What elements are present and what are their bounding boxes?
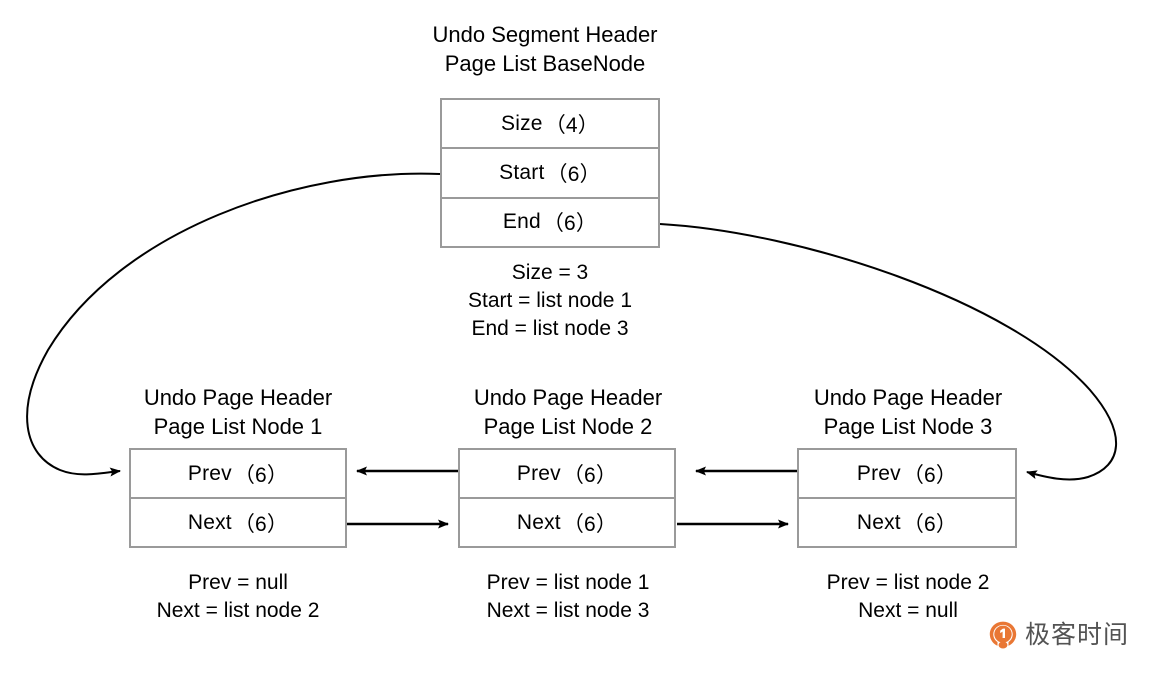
list-node-3-title: Undo Page Header Page List Node 3	[768, 383, 1048, 441]
list-node-1-row-prev-bytes: （6）	[233, 463, 289, 487]
list-node-2-title-line1: Undo Page Header	[473, 385, 663, 410]
list-node-2-title: Undo Page Header Page List Node 2	[428, 383, 708, 441]
list-node-3-row-prev-bytes: （6）	[902, 463, 958, 487]
list-node-3-row-prev-label: Prev	[856, 461, 901, 485]
list-node-3-row-prev: Prev （6）	[799, 450, 1015, 499]
base-node-row-size-label: Size	[501, 111, 543, 135]
list-node-1-row-next: Next （6）	[131, 499, 345, 546]
base-node-box: Size （4） Start （6） End （6）	[440, 98, 660, 248]
list-node-2-caption: Prev = list node 1 Next = list node 3	[428, 569, 708, 625]
list-node-1-row-prev-label: Prev	[187, 461, 232, 485]
list-node-1-title-line2: Page List Node 1	[153, 414, 323, 439]
base-node-title-line2: Page List BaseNode	[444, 51, 646, 76]
base-node-row-size-bytes: （4）	[544, 113, 599, 137]
base-node-row-start-bytes: （6）	[546, 162, 601, 186]
list-node-1-box: Prev （6） Next （6）	[129, 448, 347, 548]
list-node-3-title-line2: Page List Node 3	[823, 414, 993, 439]
list-node-2-row-prev-bytes: （6）	[562, 463, 618, 487]
base-node-row-end-label: End	[502, 210, 541, 234]
list-node-3-box: Prev （6） Next （6）	[797, 448, 1017, 548]
list-node-2-title-line2: Page List Node 2	[483, 414, 653, 439]
list-node-3-caption: Prev = list node 2 Next = null	[768, 569, 1048, 625]
list-node-3-row-next-bytes: （6）	[902, 512, 958, 536]
base-node-row-start-label: Start	[499, 160, 545, 184]
base-node-caption: Size = 3 Start = list node 1 End = list …	[410, 259, 690, 343]
list-node-2-row-prev: Prev （6）	[460, 450, 674, 499]
list-node-2-row-next-bytes: （6）	[562, 512, 618, 536]
watermark: 极客时间	[988, 620, 1129, 650]
list-node-1-caption: Prev = null Next = list node 2	[98, 569, 378, 625]
list-node-2-row-next-label: Next	[516, 510, 561, 534]
list-node-1-row-next-bytes: （6）	[233, 512, 289, 536]
base-node-row-start: Start （6）	[442, 149, 658, 199]
list-node-3-title-line1: Undo Page Header	[813, 385, 1003, 410]
base-node-caption-line3: End = list node 3	[471, 317, 629, 340]
list-node-1-row-prev: Prev （6）	[131, 450, 345, 499]
watermark-text: 极客时间	[1025, 620, 1130, 649]
connector-end-to-node3	[659, 223, 1117, 481]
base-node-caption-line2: Start = list node 1	[467, 289, 632, 312]
base-node-title-line1: Undo Segment Header	[432, 22, 658, 47]
list-node-2-caption-line1: Prev = list node 1	[486, 571, 650, 594]
list-node-3-row-next-label: Next	[856, 510, 901, 534]
list-node-1-title: Undo Page Header Page List Node 1	[98, 383, 378, 441]
list-node-3-row-next: Next （6）	[799, 499, 1015, 546]
list-node-2-caption-line2: Next = list node 3	[486, 599, 650, 622]
base-node-row-size: Size （4）	[442, 100, 658, 150]
geektime-logo-icon	[988, 620, 1018, 650]
base-node-caption-line1: Size = 3	[511, 261, 589, 284]
base-node-title: Undo Segment Header Page List BaseNode	[405, 20, 685, 78]
list-node-1-title-line1: Undo Page Header	[143, 385, 333, 410]
list-node-2-box: Prev （6） Next （6）	[458, 448, 676, 548]
list-node-3-caption-line2: Next = null	[858, 599, 958, 622]
list-node-2-row-prev-label: Prev	[516, 461, 561, 485]
list-node-1-caption-line1: Prev = null	[188, 571, 288, 594]
base-node-row-end: End （6）	[442, 199, 658, 246]
list-node-1-caption-line2: Next = list node 2	[156, 599, 320, 622]
list-node-2-row-next: Next （6）	[460, 499, 674, 546]
list-node-1-row-next-label: Next	[187, 510, 232, 534]
list-node-3-caption-line1: Prev = list node 2	[826, 571, 990, 594]
base-node-row-end-bytes: （6）	[542, 212, 598, 236]
